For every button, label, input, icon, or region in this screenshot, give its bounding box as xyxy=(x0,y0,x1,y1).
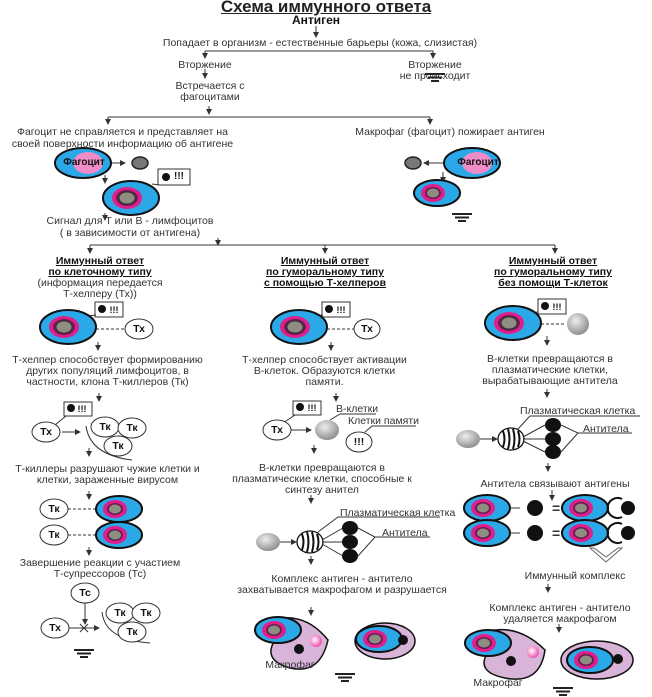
plasma-cell-label-c3: Плазматическая клетка xyxy=(520,405,636,417)
humoral-plasma-line3: синтезу анител xyxy=(285,484,359,496)
signal-box-left: !!! xyxy=(174,171,184,182)
suppressor-cell: Тс xyxy=(79,587,91,599)
humoral-helper-heading-line3: с помощью Т-хелперов xyxy=(263,277,387,289)
no-t-plasma-line3: вырабатывающие антитела xyxy=(482,375,618,387)
meets-phagocytes-line1: Встречается с xyxy=(175,80,245,92)
humoral-plasma-line2: плазматические клетки, способные к xyxy=(232,473,412,485)
humoral-helper-text-line2: В-клеток. Образуются клетки xyxy=(253,365,396,377)
cellular-end-line2: Т-супрессоров (Тс) xyxy=(53,568,147,580)
humoral-helper-text-line3: памяти. xyxy=(305,376,344,388)
antibodies-label-c3: Антитела xyxy=(583,423,629,435)
killer-cell-1: Тк xyxy=(99,421,111,433)
cellular-killers-line1: Т-киллеры разрушают чужие клетки и xyxy=(15,463,200,475)
humoral-helper-branch-graphics xyxy=(254,301,440,682)
killer-cell-3: Тк xyxy=(112,440,124,452)
entry-text: Попадает в организм - естественные барье… xyxy=(162,37,478,49)
humoral-no-t-heading-line3: без помощи Т-клеток xyxy=(498,277,608,289)
signal-box-c3: !!! xyxy=(552,302,562,312)
humoral-no-t-branch-graphics: = = xyxy=(456,298,640,696)
memory-cells-label: Клетки памяти xyxy=(348,415,420,427)
macrophage-eats-text: Макрофаг (фагоцит) пожирает антиген xyxy=(355,126,545,138)
helper-cell-c1: Тх xyxy=(133,323,145,335)
humoral-no-t-heading-line1: Иммунный ответ xyxy=(508,255,598,267)
signal-connectors xyxy=(87,213,558,254)
no-t-plasma-line2: плазматические клетки, xyxy=(491,364,609,376)
phagocyte-label-right: Фагоцит xyxy=(457,157,499,168)
humoral-complex-line1: Комплекс антиген - антитело xyxy=(271,573,413,585)
no-t-complex-line1: Комплекс антиген - антитело xyxy=(489,602,631,614)
top-connectors xyxy=(105,26,436,125)
humoral-helper-heading-line2: по гуморальному типу xyxy=(266,266,384,278)
cellular-sub-line1: (информация передается xyxy=(37,277,163,289)
infected-cell-icon xyxy=(102,180,160,216)
killer-cell-7: Тк xyxy=(140,607,152,619)
antigen-icon xyxy=(131,156,149,170)
humoral-complex-line2: захватывается макрофагом и разрушается xyxy=(237,584,447,596)
helper-cell-c2: Тх xyxy=(361,323,373,335)
cellular-end-line1: Завершение реакции с участием xyxy=(19,557,181,569)
cellular-killers-line2: клетки, зараженные вирусом xyxy=(36,474,179,486)
phagocyte-fails-line2: своей поверхности информацию об антигене xyxy=(11,138,234,150)
helper-cell-c1b: Тх xyxy=(40,426,52,438)
plasma-cell-label-c2: Плазматическая клетка xyxy=(340,507,456,519)
cellular-helper-line1: Т-хелпер способствует формированию xyxy=(12,354,203,366)
macrophage-eats xyxy=(404,147,501,222)
signal-box-c2: !!! xyxy=(336,305,346,315)
humoral-helper-text-line1: Т-хелпер способствует активации xyxy=(242,354,407,366)
no-invasion-line1: Вторжение xyxy=(408,59,462,71)
no-t-plasma-line1: В-клетки превращаются в xyxy=(487,353,613,365)
antibodies-label-c2: Антитела xyxy=(382,527,428,539)
antigen-label: Антиген xyxy=(291,13,341,27)
humoral-plasma-line1: В-клетки превращаются в xyxy=(259,462,385,474)
signal-line2: ( в зависимости от антигена) xyxy=(59,227,201,239)
meets-phagocytes-line2: фагоцитами xyxy=(180,91,240,103)
cellular-sub-line2: Т-хелперу (Тх)) xyxy=(63,288,137,300)
helper-cell-c1c: Тх xyxy=(49,622,61,634)
diagram-title: Схема иммунного ответа xyxy=(220,0,432,16)
phagocyte-label-left: Фагоцит xyxy=(63,157,105,168)
cellular-heading-line2: по клеточному типу xyxy=(48,266,152,278)
phagocyte-presenting xyxy=(54,147,191,216)
invasion-text: Вторжение xyxy=(178,59,232,71)
macrophage-label-c2: Макрофаг xyxy=(265,659,315,671)
cellular-branch-graphics xyxy=(31,301,161,658)
helper-cell-c2b: Тх xyxy=(271,424,283,436)
killer-cell-6: Тк xyxy=(114,607,126,619)
svg-text:=: = xyxy=(552,525,560,541)
killer-cell-4: Тк xyxy=(48,503,60,515)
immune-complex-label: Иммунный комплекс xyxy=(524,570,626,582)
signal-box-c1: !!! xyxy=(109,305,119,315)
phagocyte-fails-line1: Фагоцит не справляется и представляет на xyxy=(16,126,229,138)
signal-box-c1b: !!! xyxy=(77,404,87,414)
no-t-complex-line2: удаляется макрофагом xyxy=(503,613,617,625)
humoral-no-t-heading-line2: по гуморальному типу xyxy=(494,266,612,278)
macrophage-label-c3: Макрофаг xyxy=(473,677,523,689)
killer-cell-5: Тк xyxy=(48,529,60,541)
signal-line1: Сигнал для Т или В - лимфоцитов xyxy=(46,215,214,227)
killer-cell-8: Тк xyxy=(126,626,138,638)
signal-box-c2b: !!! xyxy=(307,403,317,413)
cellular-heading-line1: Иммунный ответ xyxy=(55,255,145,267)
no-invasion-line2: не происходит xyxy=(399,70,471,82)
cellular-helper-line2: других популяций лимфоцитов, в xyxy=(26,365,189,377)
humoral-helper-heading-line1: Иммунный ответ xyxy=(280,255,370,267)
b-cells-label: В-клетки xyxy=(336,403,379,415)
killer-cell-2: Тк xyxy=(126,422,138,434)
memory-cell: !!! xyxy=(353,436,365,448)
antibodies-bind-text: Антитела связывают антигены xyxy=(480,478,630,490)
cellular-helper-line3: частности, клона Т-киллеров (Тк) xyxy=(26,376,189,388)
svg-text:=: = xyxy=(552,500,560,516)
